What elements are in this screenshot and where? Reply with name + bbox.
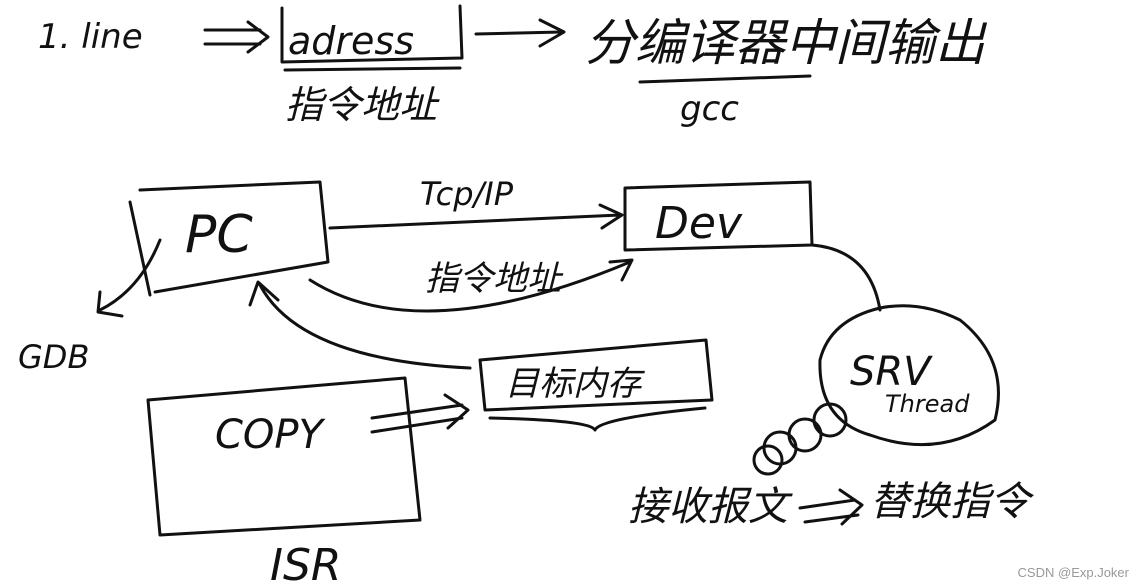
protocol-label: Tcp/IP [420,175,514,213]
item-line-label: 1. line [38,17,143,57]
pc-label: PC [185,205,253,265]
isr-label: ISR [270,540,341,588]
target-memory-label: 目标内存 [505,364,645,404]
divider-line [638,74,812,84]
thought-circle [762,430,798,466]
receive-message-label: 接收报文 [628,484,793,530]
copy-label: COPY [215,412,327,458]
gdb-label: GDB [18,338,89,376]
tcp-arrow [328,203,624,230]
instr-addr-arrow [308,258,634,313]
gdb-arrow [96,238,162,318]
double-arrow [203,20,270,54]
brace [488,406,707,432]
replace-double-arrow [798,488,864,526]
srv-bubble [818,304,1000,447]
address-label: adress [288,19,414,63]
target-memory-box [478,338,714,412]
dev-to-srv-line [810,243,882,312]
isr-box [146,376,422,537]
memory-to-pc-arrow [248,280,472,370]
thread-label: Thread [885,390,970,418]
pc-box [128,180,330,297]
thought-circle [787,417,823,453]
replace-instruction-label: 替换指令 [870,479,1034,525]
address-box [280,4,464,64]
copy-double-arrow [370,393,470,434]
arrow [474,18,566,48]
dev-label: Dev [655,198,743,249]
compiler-output-label: 分编译器中间输出 [585,14,988,72]
srv-label: SRV [850,349,933,395]
watermark: CSDN @Exp.Joker [1017,565,1129,580]
underline [283,66,462,72]
gcc-label: gcc [680,89,739,129]
thought-circle [752,444,784,476]
address-note: 指令地址 [285,83,440,127]
